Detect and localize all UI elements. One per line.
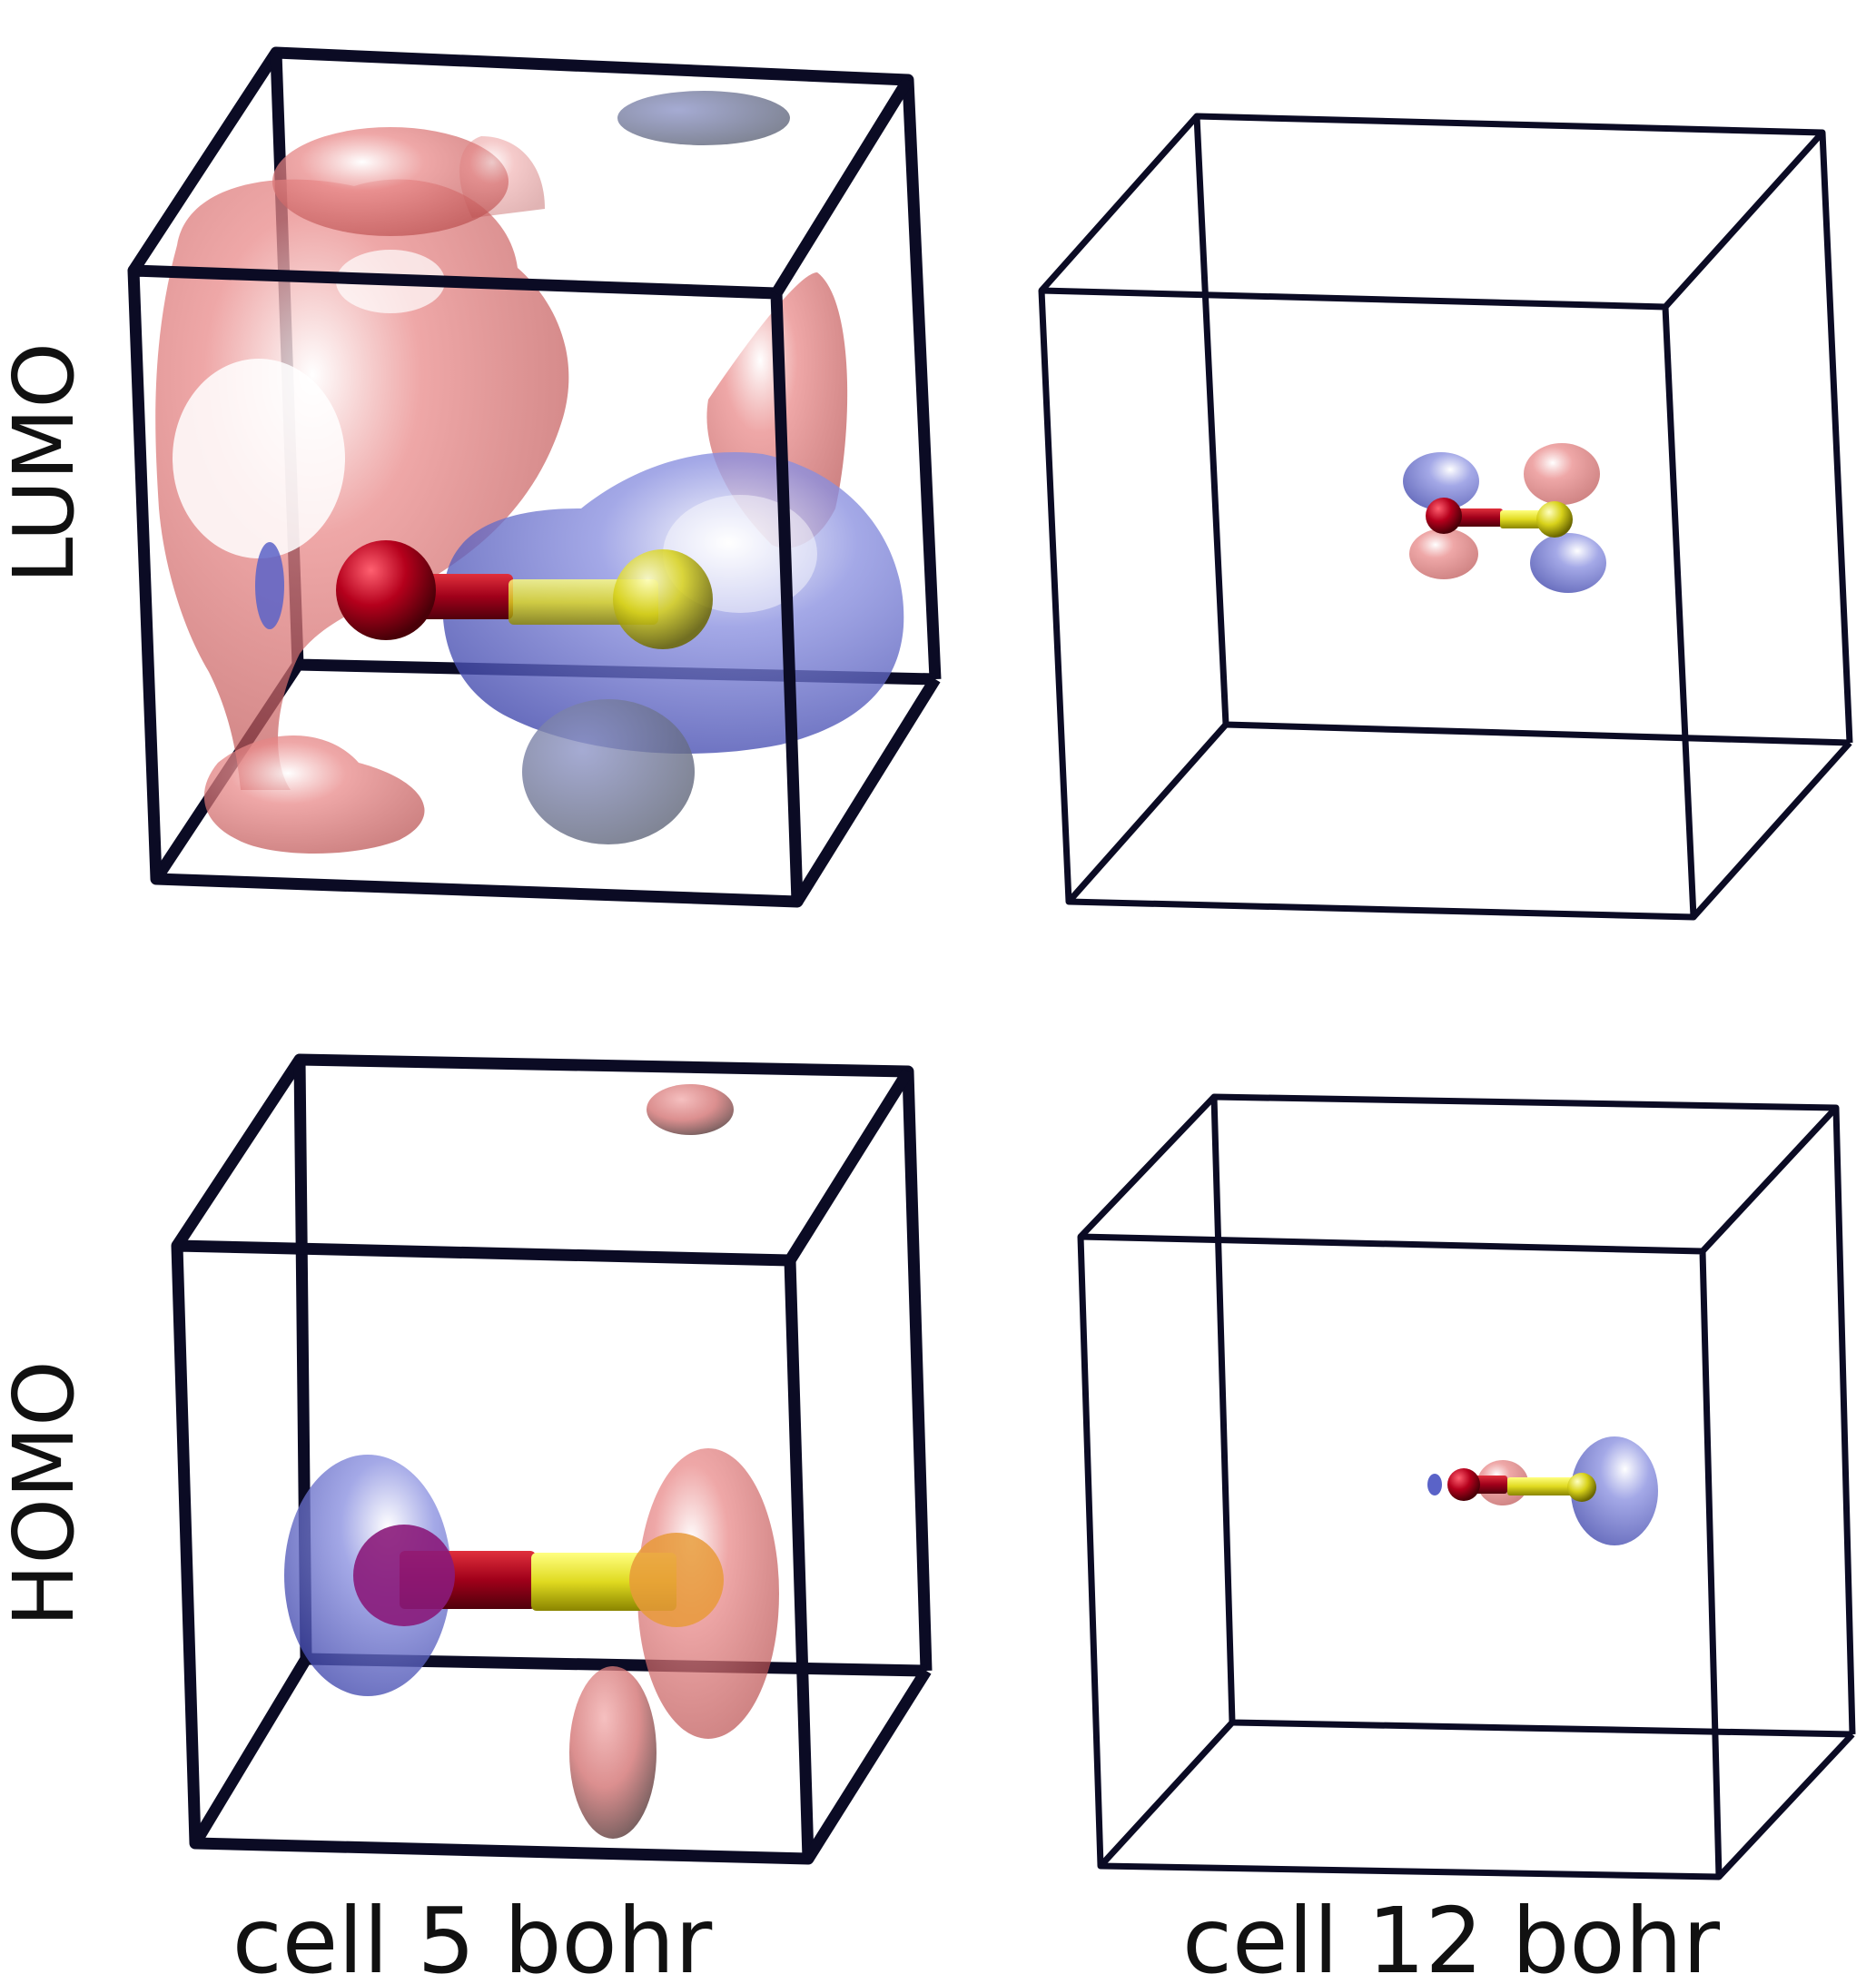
molecule xyxy=(353,1525,724,1627)
sulfur-atom xyxy=(629,1533,724,1627)
row-label-homo: HOMO xyxy=(0,1360,93,1626)
orbital-lobes xyxy=(1403,443,1606,593)
oxygen-atom xyxy=(1447,1468,1480,1501)
unit-cell-back-edges xyxy=(172,1053,933,1847)
positive-isosurface-lobes xyxy=(155,127,848,854)
sulfur-atom xyxy=(613,549,713,649)
molecule xyxy=(336,540,713,649)
row-label-lumo: LUMO xyxy=(0,342,93,584)
orbital-lobes xyxy=(284,1084,779,1839)
sulfur-atom xyxy=(1536,501,1573,538)
sulfur-atom xyxy=(1567,1473,1596,1502)
unit-cell-back-edges xyxy=(1039,113,1853,904)
bond-sulfur-half xyxy=(1507,1477,1580,1495)
panel-lumo-5bohr xyxy=(127,46,942,908)
column-label-12bohr: cell 12 bohr xyxy=(1182,1888,1721,1984)
molecule xyxy=(1426,498,1573,538)
panel-homo-12bohr xyxy=(1077,1093,1856,1880)
panel-lumo-12bohr xyxy=(1038,113,1853,921)
unit-cell-front-edges xyxy=(171,1068,932,1865)
unit-cell-back-edges xyxy=(1078,1093,1856,1869)
molecule xyxy=(1447,1468,1596,1502)
oxygen-atom xyxy=(1426,498,1462,534)
unit-cell-front-edges xyxy=(1077,1105,1855,1880)
unit-cell-front-edges xyxy=(127,76,941,908)
panel-homo-5bohr xyxy=(171,1053,933,1865)
oxygen-atom xyxy=(353,1525,455,1626)
column-label-5bohr: cell 5 bohr xyxy=(232,1888,713,1984)
unit-cell-front-edges xyxy=(1038,130,1852,921)
oxygen-atom xyxy=(336,540,436,640)
